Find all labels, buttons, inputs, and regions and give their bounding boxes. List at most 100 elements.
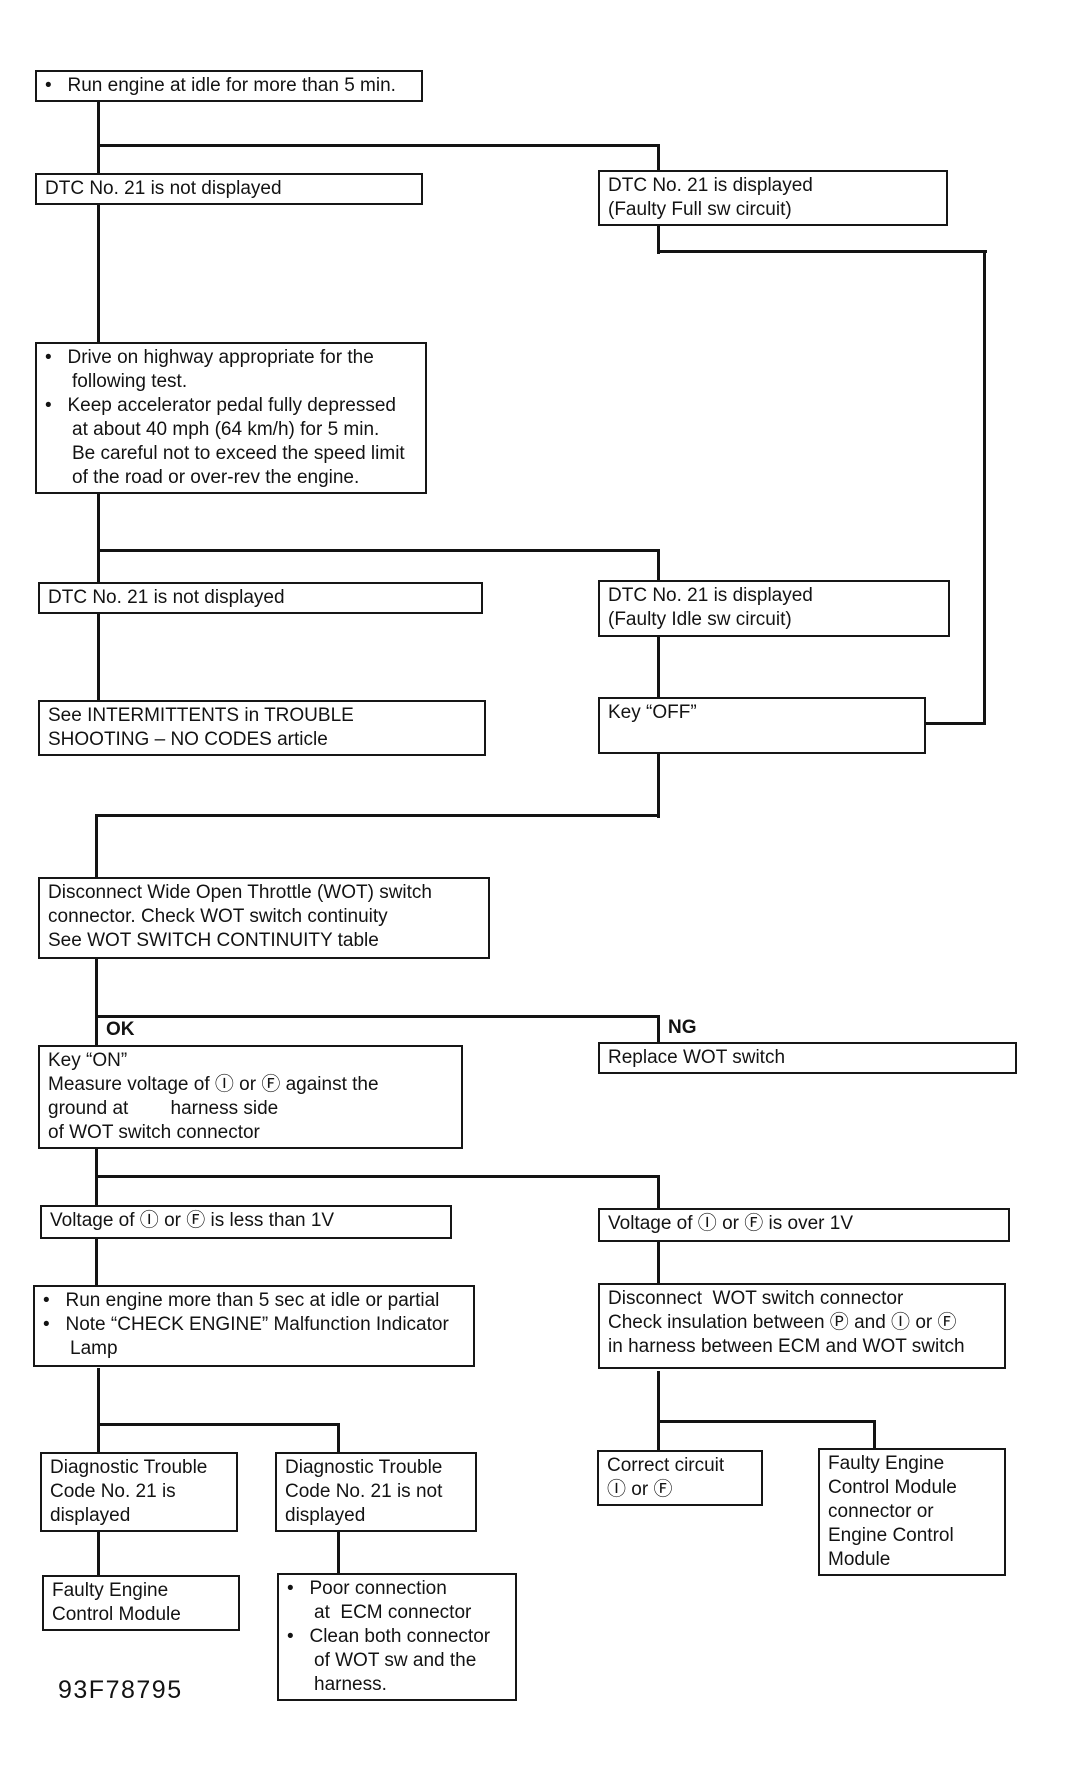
flow-node-dtc21-not-displayed-result: Diagnostic Trouble Code No. 21 is not di… [275, 1452, 477, 1532]
connector-line [657, 752, 660, 818]
connector-line [657, 549, 660, 584]
connector-line [95, 1015, 660, 1018]
node-text-line: • Drive on highway appropriate for the [45, 347, 374, 368]
connector-line [97, 98, 100, 178]
connector-line [97, 612, 100, 704]
flow-node-disconnect-check-insulation: Disconnect WOT switch connector Check in… [598, 1283, 1006, 1369]
node-text-line: See INTERMITTENTS in TROUBLE [48, 705, 354, 726]
node-text-line: (Faulty Full sw circuit) [608, 199, 792, 220]
node-text-line: Be careful not to exceed the speed limit [72, 443, 405, 464]
connector-line [657, 1241, 660, 1287]
node-text-line: Faulty Engine [828, 1453, 945, 1474]
node-text-line: Voltage of Ⓘ or Ⓕ is less than 1V [50, 1210, 335, 1231]
node-text-line: Engine Control [828, 1525, 954, 1546]
connector-line [97, 549, 660, 552]
node-text-line: • Run engine more than 5 sec at idle or … [43, 1290, 440, 1311]
node-text-line: connector or [828, 1501, 934, 1522]
node-text-line: Check insulation between Ⓟ and Ⓘ or Ⓕ [608, 1312, 957, 1333]
flow-node-dtc21-not-displayed-1: DTC No. 21 is not displayed [35, 173, 423, 205]
node-text-line: Ⓘ or Ⓕ [607, 1479, 673, 1500]
connector-line [97, 492, 100, 586]
node-text-line: Key “ON” [48, 1050, 128, 1071]
flow-node-replace-wot-switch: Replace WOT switch [598, 1042, 1017, 1074]
branch-label-ng: NG [668, 1017, 697, 1038]
flow-node-run-idle: • Run engine at idle for more than 5 min… [35, 70, 423, 102]
node-text-line: of the road or over-rev the engine. [72, 467, 360, 488]
node-text-line: displayed [285, 1505, 366, 1526]
connector-line [97, 1530, 100, 1579]
flow-node-dtc21-displayed-idle-sw: DTC No. 21 is displayed (Faulty Idle sw … [598, 580, 950, 637]
node-text-line: of WOT switch connector [48, 1122, 260, 1143]
connector-line [95, 814, 660, 817]
node-text-line: harness. [314, 1674, 387, 1695]
node-text-line: SHOOTING – NO CODES article [48, 729, 328, 750]
node-text-line: connector. Check WOT switch continuity [48, 906, 388, 927]
node-text-line: DTC No. 21 is not displayed [45, 178, 282, 199]
connector-line [983, 250, 986, 725]
flow-node-dtc21-displayed-result: Diagnostic Trouble Code No. 21 is displa… [40, 1452, 238, 1532]
node-text-line: Correct circuit [607, 1455, 725, 1476]
node-text-line: • Note “CHECK ENGINE” Malfunction Indica… [43, 1314, 449, 1335]
node-text-line: DTC No. 21 is displayed [608, 175, 813, 196]
node-text-line: Faulty Engine [52, 1580, 169, 1601]
node-text-line: of WOT sw and the [314, 1650, 477, 1671]
connector-line [657, 1420, 660, 1454]
flow-node-key-off: Key “OFF” [598, 697, 926, 754]
connector-line [873, 1420, 876, 1452]
flow-node-voltage-over-1v: Voltage of Ⓘ or Ⓕ is over 1V [598, 1208, 1010, 1242]
node-text-line: Control Module [52, 1604, 181, 1625]
connector-line [657, 1175, 660, 1212]
node-text-line: Replace WOT switch [608, 1047, 786, 1068]
node-text-line: Lamp [70, 1338, 118, 1359]
node-text-line: Diagnostic Trouble [50, 1457, 208, 1478]
connector-line [95, 1238, 98, 1289]
figure-code: 93F78795 [58, 1676, 183, 1704]
connector-line [97, 1368, 100, 1456]
node-text-line: Code No. 21 is not [285, 1481, 443, 1502]
flow-node-correct-circuit: Correct circuit Ⓘ or Ⓕ [597, 1450, 763, 1506]
flow-node-dtc21-not-displayed-2: DTC No. 21 is not displayed [38, 582, 483, 614]
node-text-line: ground at harness side [48, 1098, 279, 1119]
node-text-line: DTC No. 21 is displayed [608, 585, 813, 606]
node-text-line: Code No. 21 is [50, 1481, 176, 1502]
connector-line [97, 1423, 340, 1426]
connector-line [657, 218, 660, 254]
node-text-line: Voltage of Ⓘ or Ⓕ is over 1V [608, 1213, 854, 1234]
flow-node-see-intermittents: See INTERMITTENTS in TROUBLE SHOOTING – … [38, 700, 486, 756]
node-text-line: at ECM connector [314, 1602, 472, 1623]
connector-line [95, 957, 98, 1049]
node-text-line: displayed [50, 1505, 131, 1526]
connector-line [95, 1175, 660, 1178]
node-text-line: Key “OFF” [608, 702, 697, 723]
flow-node-faulty-ecm-connector: Faulty Engine Control Module connector o… [818, 1448, 1006, 1576]
flow-node-drive-highway: • Drive on highway appropriate for the f… [35, 342, 427, 494]
branch-label-ok: OK [106, 1019, 135, 1040]
node-text-line: Module [828, 1549, 891, 1570]
node-text-line: • Poor connection [287, 1578, 447, 1599]
node-text-line: Diagnostic Trouble [285, 1457, 443, 1478]
connector-line [95, 814, 98, 882]
node-text-line: Measure voltage of Ⓘ or Ⓕ against the [48, 1074, 379, 1095]
node-text-line: Disconnect Wide Open Throttle (WOT) swit… [48, 882, 432, 903]
connector-line [924, 722, 986, 725]
connector-line [657, 1371, 660, 1423]
node-text-line: in harness between ECM and WOT switch [608, 1336, 965, 1357]
node-text-line: Disconnect WOT switch connector [608, 1288, 904, 1309]
flow-node-disconnect-wot-switch: Disconnect Wide Open Throttle (WOT) swit… [38, 877, 490, 959]
connector-line [97, 202, 100, 346]
connector-line [657, 635, 660, 701]
node-text-line: Control Module [828, 1477, 957, 1498]
connector-line [657, 1015, 660, 1046]
node-text-line: following test. [72, 371, 188, 392]
node-text-line: See WOT SWITCH CONTINUITY table [48, 930, 379, 951]
node-text-line: • Clean both connector [287, 1626, 491, 1647]
connector-line [337, 1530, 340, 1577]
connector-line [97, 144, 660, 147]
flow-node-poor-connection: • Poor connection at ECM connector • Cle… [277, 1573, 517, 1701]
flow-node-run-engine-5sec: • Run engine more than 5 sec at idle or … [33, 1285, 475, 1367]
flow-node-faulty-ecm: Faulty Engine Control Module [42, 1575, 240, 1631]
connector-line [337, 1423, 340, 1456]
connector-line [657, 250, 987, 253]
node-text-line: • Keep accelerator pedal fully depressed [45, 395, 396, 416]
